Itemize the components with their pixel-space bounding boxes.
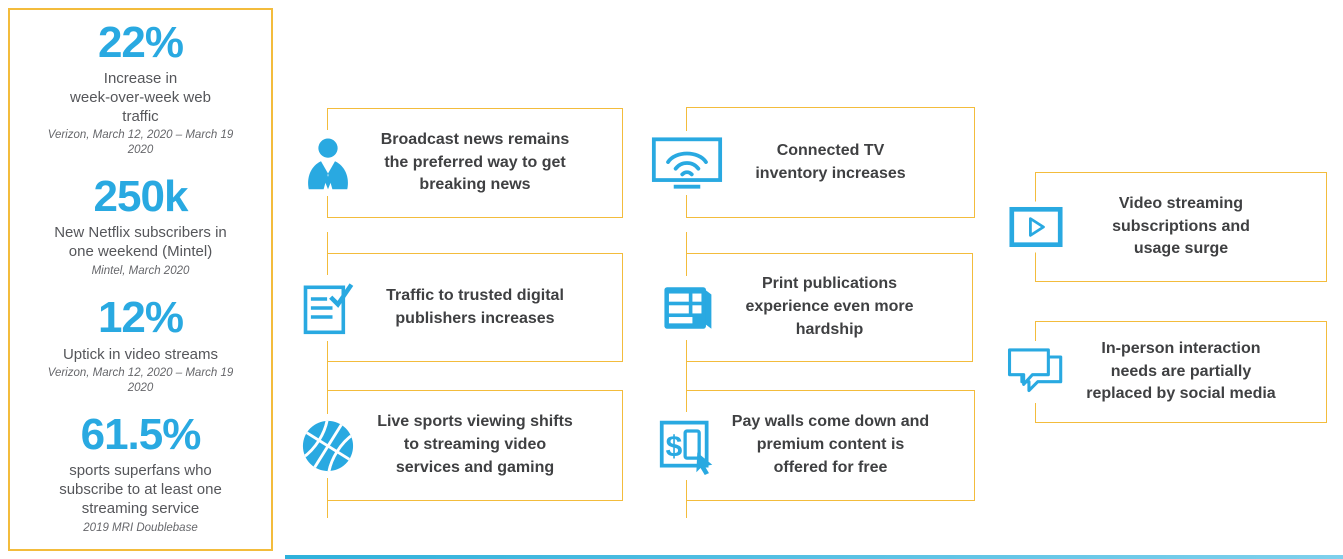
- newspaper-icon: [656, 275, 718, 340]
- card-connected-tv: Connected TV inventory increases: [648, 107, 975, 218]
- card-text: Live sports viewing shifts to streaming …: [377, 413, 573, 476]
- card-digital-publishers: Traffic to trusted digital publishers in…: [298, 232, 623, 379]
- tv-wifi-icon: [648, 130, 726, 195]
- basketball-icon: [298, 413, 358, 478]
- stat-value: 12%: [97, 293, 184, 343]
- stat-block-web-traffic: 22% Increase in week-over-week web traff…: [18, 18, 263, 157]
- stat-block-sports-superfans: 61.5% sports superfans who subscribe to …: [18, 410, 263, 535]
- play-button-icon: [1006, 201, 1066, 253]
- stat-block-video-streams: 12% Uptick in video streams Verizon, Mar…: [18, 295, 263, 395]
- card-broadcast-news: Broadcast news remains the preferred way…: [297, 108, 623, 218]
- news-anchor-icon: [297, 130, 359, 196]
- card-print-publications: Print publications experience even more …: [656, 232, 973, 379]
- stat-description: sports superfans who subscribe to at lea…: [59, 462, 222, 517]
- stats-panel: 22% Increase in week-over-week web traff…: [8, 8, 273, 551]
- stat-description: Uptick in video streams: [62, 345, 219, 363]
- dollar-cursor-icon: $: [655, 411, 719, 480]
- bottom-accent-bar: [285, 555, 1343, 559]
- card-text: In-person interaction needs are partiall…: [1086, 339, 1276, 403]
- stat-description: Increase in week-over-week web traffic: [70, 70, 211, 125]
- card-text: Connected TV inventory increases: [755, 141, 906, 182]
- stat-source: Mintel, March 2020: [91, 264, 190, 277]
- document-check-icon: [298, 274, 358, 341]
- stat-block-netflix: 250k New Netflix subscribers in one week…: [18, 174, 263, 278]
- stat-source: Verizon, March 12, 2020 – March 19 2020: [47, 367, 234, 394]
- stat-value: 61.5%: [80, 410, 202, 460]
- stat-value: 22%: [97, 18, 184, 67]
- svg-text:$: $: [666, 430, 683, 463]
- card-text: Pay walls come down and premium content …: [731, 413, 930, 476]
- card-text: Broadcast news remains the preferred way…: [380, 130, 570, 194]
- chat-bubbles-icon: [1003, 341, 1069, 403]
- stat-description: New Netflix subscribers in one weekend (…: [54, 224, 227, 261]
- stat-value: 250k: [93, 172, 189, 222]
- card-text: Print publications experience even more …: [745, 275, 914, 338]
- card-pay-walls: $ Pay walls come down and premium conten…: [655, 369, 975, 518]
- card-text: Video streaming subscriptions and usage …: [1112, 194, 1250, 258]
- stat-source: Verizon, March 12, 2020 – March 19 2020: [47, 129, 234, 156]
- card-video-streaming: Video streaming subscriptions and usage …: [1006, 172, 1327, 282]
- card-text: Traffic to trusted digital publishers in…: [386, 286, 564, 327]
- card-in-person-interaction: In-person interaction needs are partiall…: [1003, 321, 1327, 423]
- card-live-sports: Live sports viewing shifts to streaming …: [298, 369, 623, 518]
- stat-source: 2019 MRI Doublebase: [83, 521, 198, 534]
